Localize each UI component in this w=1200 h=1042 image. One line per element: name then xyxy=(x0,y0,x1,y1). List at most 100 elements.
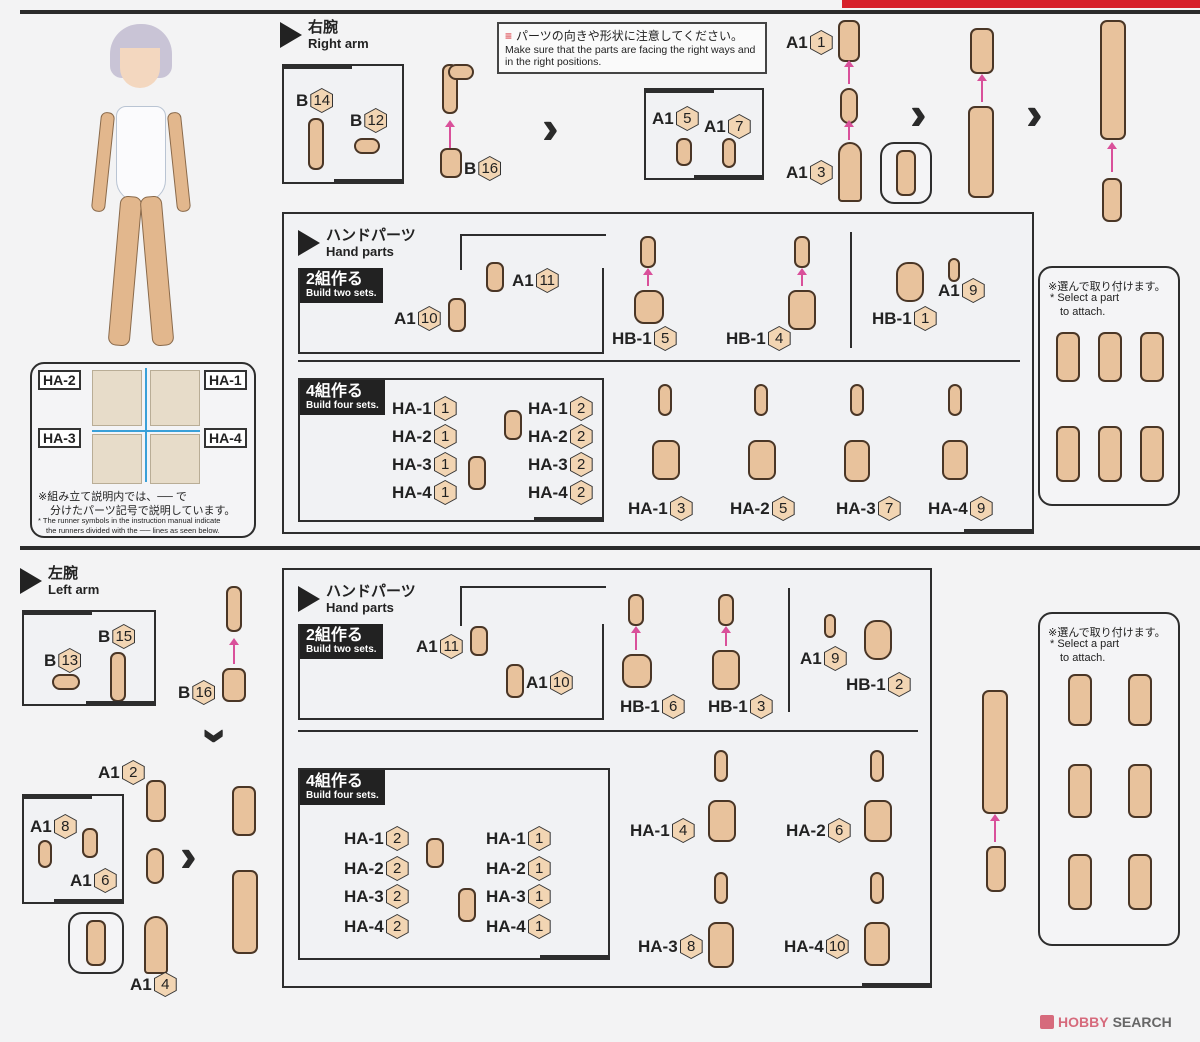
forearm-part xyxy=(838,142,862,202)
fist-hand-part xyxy=(634,290,664,324)
select-note-en2: to attach. xyxy=(1060,652,1106,664)
divider xyxy=(460,586,606,588)
hand-ha4-part xyxy=(864,922,890,966)
hand-title-en: Hand parts xyxy=(326,600,394,615)
right-select-part-callout: ※選んで取り付けます。 * Select a part to attach. xyxy=(1038,266,1180,506)
upper-arm-part xyxy=(838,20,860,62)
hand-option-part xyxy=(1140,332,1164,382)
elbow-joint-part xyxy=(146,848,164,884)
next-step-chevron-icon: ›› xyxy=(542,101,557,153)
assembly-arrow-icon xyxy=(631,626,641,650)
watermark: HOBBY SEARCH xyxy=(1040,1014,1172,1030)
forearm-detail-callout xyxy=(68,912,124,974)
build-four-sets-badge: 4組作る Build four sets. xyxy=(300,770,385,805)
assembly-arrow-icon xyxy=(990,814,1000,842)
assembly-arrow-icon xyxy=(844,60,854,84)
wrist-socket-part xyxy=(504,410,522,440)
next-step-chevron-icon: ›› xyxy=(180,829,195,881)
runner-note-en2: the runners divided with the ── lines as… xyxy=(46,526,220,535)
wrist-socket-part xyxy=(470,626,488,656)
hand-ha1-part xyxy=(708,800,736,842)
figure-leg-right xyxy=(139,195,175,347)
elbow-part xyxy=(676,138,692,166)
forearm-part xyxy=(144,916,168,974)
hobby-search-logo-icon xyxy=(1040,1015,1054,1029)
figure-arm-left xyxy=(90,111,116,213)
assembly-arrow-icon xyxy=(1107,142,1117,172)
figure-face xyxy=(120,48,160,88)
next-step-chevron-icon: ›› xyxy=(910,87,925,139)
shoulder-joint-part xyxy=(110,652,126,702)
runner-note-jp1: ※組み立て説明内では、── で xyxy=(38,491,187,503)
wrist-socket-part xyxy=(486,262,504,292)
down-chevron-icon: ›› xyxy=(191,727,244,731)
runner-label-ha1: HA-1 xyxy=(204,370,247,390)
right-hand-parts-panel: ハンドパーツ Hand parts 2組作る Build two sets. A… xyxy=(282,212,1034,534)
hand-option-part xyxy=(1128,854,1152,910)
section-triangle-icon xyxy=(298,230,320,256)
upper-arm-stub-part xyxy=(440,148,462,178)
full-arm-assembled xyxy=(1100,20,1126,140)
select-note-jp: ※選んで取り付けます。 xyxy=(1048,627,1166,639)
hand-option-part xyxy=(1056,332,1080,382)
hand-joint-part xyxy=(948,384,962,416)
pointing-hand-part xyxy=(712,650,740,690)
hand-joint-part xyxy=(870,872,884,904)
middle-rule xyxy=(20,546,1200,550)
elbow-joint-part xyxy=(840,88,858,124)
ok-joint-part xyxy=(948,258,960,282)
runner-map-vline xyxy=(145,368,147,482)
orientation-notice: ≡ パーツの向きや形状に注意してください。 Make sure that the… xyxy=(497,22,767,74)
forearm-detail-callout xyxy=(880,142,932,204)
shoulder-upper-assembled xyxy=(232,786,256,836)
arm-lower-assembled xyxy=(232,870,258,954)
hand-option-part xyxy=(1128,764,1152,818)
hand-option-part xyxy=(1098,426,1122,482)
hand-option-part xyxy=(1140,426,1164,482)
hand-ha3-part xyxy=(708,922,734,968)
fist-hand-part xyxy=(622,654,652,688)
right-hand-title: ハンドパーツ Hand parts xyxy=(298,228,416,259)
divider xyxy=(298,730,918,732)
section-triangle-icon xyxy=(298,586,320,612)
assembly-arrow-icon xyxy=(721,626,731,646)
hand-option-part xyxy=(1128,674,1152,726)
select-note-en2: to attach. xyxy=(1060,306,1106,318)
runner-ha1-image xyxy=(150,370,200,426)
hand-option-part xyxy=(1056,426,1080,482)
figure-arm-right xyxy=(166,111,192,213)
hand-title-jp: ハンドパーツ xyxy=(326,583,416,600)
